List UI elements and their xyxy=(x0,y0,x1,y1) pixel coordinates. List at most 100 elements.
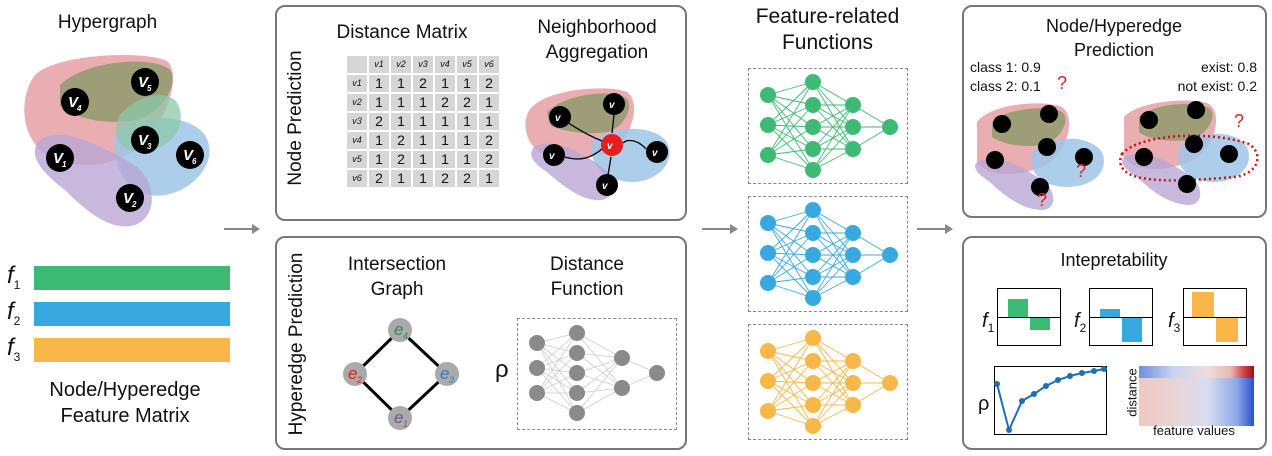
interp-f3-chart xyxy=(1183,288,1247,346)
svg-text:v: v xyxy=(549,151,556,162)
svg-text:2: 2 xyxy=(131,200,137,209)
rho-curve-chart xyxy=(994,366,1107,435)
f3-positive-bar xyxy=(1192,292,1214,317)
feature-label-f3: f3 xyxy=(7,334,21,364)
question-mark-icon: ? xyxy=(1057,73,1068,93)
hyperedge-prediction-panel: Hyperedge Prediction Intersection Graph … xyxy=(275,236,687,450)
question-mark-icon: ? xyxy=(1037,190,1048,210)
prediction-panel: Node/Hyperedge Prediction class 1: 0.9 c… xyxy=(962,5,1267,218)
blue-network-box xyxy=(748,196,908,312)
hypergraph-title: Hypergraph xyxy=(57,12,158,33)
svg-text:v: v xyxy=(652,148,659,159)
svg-text:6: 6 xyxy=(192,157,197,166)
svg-text:3: 3 xyxy=(147,142,152,151)
hyperedge-prediction-mini-graph xyxy=(1119,100,1259,205)
svg-text:e: e xyxy=(394,408,403,427)
f2-negative-bar xyxy=(1122,318,1142,342)
orange-network-box xyxy=(748,324,908,440)
prediction-title-line2: Prediction xyxy=(1073,40,1155,60)
feature-bar-f1 xyxy=(34,266,230,290)
class1-probability: class 1: 0.9 xyxy=(970,59,1041,75)
svg-text:V: V xyxy=(123,190,135,207)
svg-text:4: 4 xyxy=(403,331,408,341)
node-v4-label: V xyxy=(68,94,80,111)
feature-matrix-title-line2: Feature Matrix xyxy=(60,405,190,427)
feature-values-axis-label: feature values xyxy=(1153,423,1235,438)
feature-label-f1: f1 xyxy=(7,262,21,292)
svg-text:V: V xyxy=(183,147,195,164)
svg-text:3: 3 xyxy=(449,375,454,385)
interpretability-title: Intepretability xyxy=(1060,250,1168,270)
green-network xyxy=(760,74,898,178)
arrow-right-icon xyxy=(917,224,953,234)
distance-network-box xyxy=(517,318,677,430)
node-prediction-mini-graph xyxy=(975,103,1104,210)
aggregation-title-line2: Aggregation xyxy=(545,42,649,63)
intersection-graph-title-line2: Graph xyxy=(370,279,424,300)
hyperedge-prediction-side-label: Hyperedge Prediction xyxy=(286,252,307,436)
interp-rho-label: ρ xyxy=(978,393,990,415)
arrow-right-icon xyxy=(224,224,260,234)
not-exist-probability: not exist: 0.2 xyxy=(1177,78,1257,94)
hypergraph-illustration: V4 V5 V3 V1 V6 V2 xyxy=(24,55,210,227)
svg-text:V: V xyxy=(138,74,150,91)
svg-text:v: v xyxy=(602,181,609,192)
question-mark-icon: ? xyxy=(1076,161,1087,181)
orange-network xyxy=(760,330,898,434)
arrow-right-icon xyxy=(702,224,738,234)
feature-bar-f3 xyxy=(34,338,230,362)
rho-symbol: ρ xyxy=(495,356,509,383)
feature-bar-f2 xyxy=(34,302,230,326)
class2-probability: class 2: 0.1 xyxy=(970,78,1041,94)
f1-positive-bar xyxy=(1008,299,1028,317)
intersection-graph-title-line1: Intersection xyxy=(347,254,447,275)
distance-function-title-line2: Function xyxy=(550,279,624,300)
question-mark-icon: ? xyxy=(1234,111,1245,131)
exist-probability: exist: 0.8 xyxy=(1200,59,1257,75)
distance-heatmap xyxy=(1139,366,1254,426)
svg-text:v: v xyxy=(555,113,562,124)
svg-text:1: 1 xyxy=(403,419,408,429)
node-prediction-panel: Node Prediction Distance Matrix v1 v2 v3… xyxy=(275,5,687,221)
green-network-box xyxy=(748,68,908,184)
interp-f2-label: f2 xyxy=(1074,310,1087,335)
svg-text:e: e xyxy=(348,364,357,383)
interp-f3-label: f3 xyxy=(1168,310,1181,335)
svg-text:5: 5 xyxy=(147,84,152,93)
svg-text:v: v xyxy=(609,100,616,111)
distance-function-title-line1: Distance xyxy=(550,254,624,275)
feature-label-f2: f2 xyxy=(7,298,21,328)
svg-text:v: v xyxy=(607,141,614,152)
node-prediction-side-label: Node Prediction xyxy=(285,50,306,186)
aggregation-graph: v v v v v v xyxy=(525,88,670,201)
svg-text:4: 4 xyxy=(76,104,82,113)
prediction-title-line1: Node/Hyperedge xyxy=(1045,16,1183,36)
interp-f1-chart xyxy=(997,288,1061,346)
svg-text:1: 1 xyxy=(62,160,67,169)
feature-functions-title-line2: Functions xyxy=(781,31,874,54)
svg-text:V: V xyxy=(138,132,150,149)
interp-f1-label: f1 xyxy=(982,310,995,335)
aggregation-title-line1: Neighborhood xyxy=(537,17,657,38)
svg-text:e: e xyxy=(440,364,449,383)
svg-text:V: V xyxy=(53,150,65,167)
svg-text:2: 2 xyxy=(356,375,362,385)
svg-text:e: e xyxy=(394,320,403,339)
f1-negative-bar xyxy=(1030,318,1050,330)
interp-f2-chart xyxy=(1089,288,1153,346)
blue-network xyxy=(760,202,898,306)
feature-matrix-title-line1: Node/Hyperedge xyxy=(49,379,201,401)
distance-axis-label: distance xyxy=(1124,368,1140,417)
distance-network xyxy=(529,325,665,421)
distance-matrix-title: Distance Matrix xyxy=(336,22,468,43)
interpretability-panel: Intepretability f1 f2 f3 ρ distance xyxy=(962,236,1267,450)
feature-functions-title-line1: Feature-related xyxy=(755,5,900,28)
